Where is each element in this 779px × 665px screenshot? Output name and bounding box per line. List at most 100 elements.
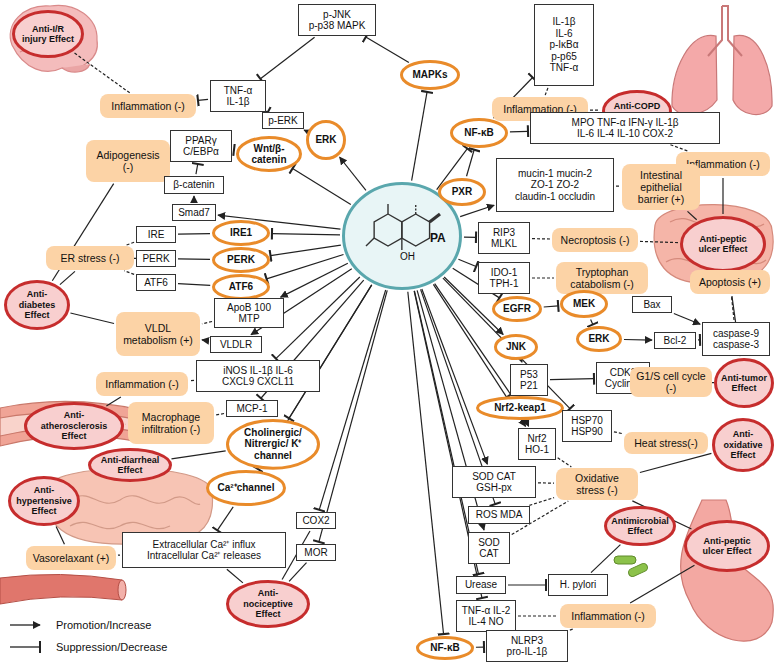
text-group: Anti-hypertensive Effect — [15, 485, 73, 516]
connector — [460, 205, 494, 216]
molecule-box: caspase-9caspase-3 — [702, 322, 770, 356]
molecule-box: Nrf2HO-1 — [518, 428, 556, 460]
connector — [233, 149, 235, 150]
node-text: Anti-peptic ulcer Effect — [693, 536, 762, 557]
node-text: ATF6 — [140, 277, 172, 289]
node-text: TNF-α — [214, 85, 262, 97]
node-text: JNK — [498, 341, 533, 353]
text-group: Vasorelaxant (+) — [31, 552, 111, 564]
connector — [106, 397, 120, 406]
text-group: Inflammation (-) — [565, 610, 651, 622]
connector — [591, 319, 593, 324]
effect-box: Heat stress(-) — [624, 432, 708, 454]
molecule-box: IL-1βIL-6p-IκBαp-p65TNF-α — [534, 4, 594, 86]
node-text: MLKL — [482, 238, 526, 250]
ellipse-outline — [6, 282, 69, 329]
text-group: Bcl-2 — [658, 335, 692, 347]
text-group: NF-κB — [456, 127, 502, 139]
ellipse-outline — [716, 360, 773, 407]
ellipse-outline — [228, 582, 309, 627]
target-ellipse: Ca²⁺channel — [206, 470, 286, 506]
molecule-box: PPARγC/EBPα — [170, 130, 232, 162]
node-text: Bax — [636, 299, 668, 311]
text-group: Nrf2HO-1 — [522, 433, 552, 456]
text-group: NF-κB — [422, 642, 468, 654]
text-group: mucin-1 mucin-2ZO-1 ZO-2claudin-1 occlud… — [500, 168, 610, 203]
text-group: β-catenin — [168, 179, 220, 191]
node-text: VLDLR — [214, 339, 258, 351]
target-ellipse: MEK — [560, 290, 608, 318]
connector — [518, 615, 558, 616]
target-ellipse: Nrf2-keap1 — [476, 396, 564, 420]
ellipse-outline — [578, 328, 621, 351]
connector — [260, 37, 314, 79]
node-text: p-p38 MAPK — [302, 20, 372, 32]
effect-box: Vasorelaxant (+) — [26, 546, 116, 570]
node-text: HO-1 — [522, 444, 552, 456]
connector — [198, 99, 208, 100]
connector — [319, 290, 387, 541]
node-text: G1/S cell cycle (-) — [635, 370, 707, 394]
node-text: NF-κB — [422, 642, 468, 654]
target-ellipse: Cholinergic/ Nitrergic/ K⁺ channel — [226, 419, 320, 470]
node-text: Apoptosis (+) — [695, 276, 765, 288]
node-text: IL-1β — [538, 16, 590, 28]
target-ellipse: JNK — [494, 334, 538, 360]
molecule-box: ATF6 — [136, 274, 176, 292]
connector — [125, 424, 126, 425]
ellipse-outline — [90, 450, 171, 481]
connector — [458, 259, 476, 266]
connector — [217, 507, 233, 530]
node-text: GSH-px — [456, 482, 532, 494]
effect-box: Apoptosis (+) — [690, 270, 770, 294]
ellipse-outline — [208, 472, 285, 505]
node-text: mucin-1 mucin-2 — [500, 168, 610, 180]
connector — [526, 422, 528, 426]
connector — [289, 563, 306, 582]
node-text: β-catenin — [168, 179, 220, 191]
ellipse-outline — [682, 218, 765, 271]
connector — [614, 432, 622, 434]
connector — [590, 109, 600, 110]
connector — [464, 237, 476, 238]
ellipse-outline — [26, 404, 123, 449]
molecule-box: Extracellular Ca²⁺ influxIntracellular C… — [122, 532, 286, 568]
legend-sample — [8, 640, 50, 654]
connector — [74, 53, 130, 93]
connector — [709, 444, 710, 445]
connector — [616, 186, 620, 187]
text-group: Inflammation (-) — [105, 100, 191, 112]
connector — [293, 169, 351, 205]
connector — [550, 378, 594, 380]
node-text: p-IκBα — [538, 39, 590, 51]
connector — [476, 646, 484, 647]
text-group: Anti-atherosclerosis Effect — [34, 410, 114, 441]
text-group: VLDLR — [214, 339, 258, 351]
text-group: ApoB 100MTP — [218, 302, 280, 325]
text-group: NLRP3pro-IL-1β — [490, 635, 564, 658]
node-text: ATF6 — [218, 281, 264, 293]
effect-box: Macrophage infiltration (-) — [128, 402, 214, 444]
text-group: Heat stress(-) — [629, 437, 703, 449]
node-text: IL-1β — [214, 96, 262, 108]
connector — [529, 498, 554, 506]
connector — [124, 271, 134, 275]
node-text: IRE — [140, 229, 172, 241]
lung-illustration — [672, 6, 772, 115]
node-text: Ca²⁺channel — [214, 482, 278, 494]
ellipse-outline — [214, 222, 269, 245]
ellipse-outline — [686, 522, 769, 571]
node-text: CAT — [472, 548, 506, 560]
text-group: ATF6 — [140, 277, 172, 289]
effect-box: ER stress (-) — [46, 246, 134, 270]
target-ellipse: PERK — [212, 247, 270, 273]
ellipse-outline — [418, 638, 473, 659]
connector — [422, 289, 487, 464]
effect-box: VLDL metabolism (+) — [116, 312, 200, 356]
text-group: MEK — [565, 298, 603, 310]
node-text: NF-κB — [456, 127, 502, 139]
connector — [544, 306, 558, 307]
node-text: P21 — [514, 380, 544, 392]
text-group: Urease — [460, 579, 502, 591]
